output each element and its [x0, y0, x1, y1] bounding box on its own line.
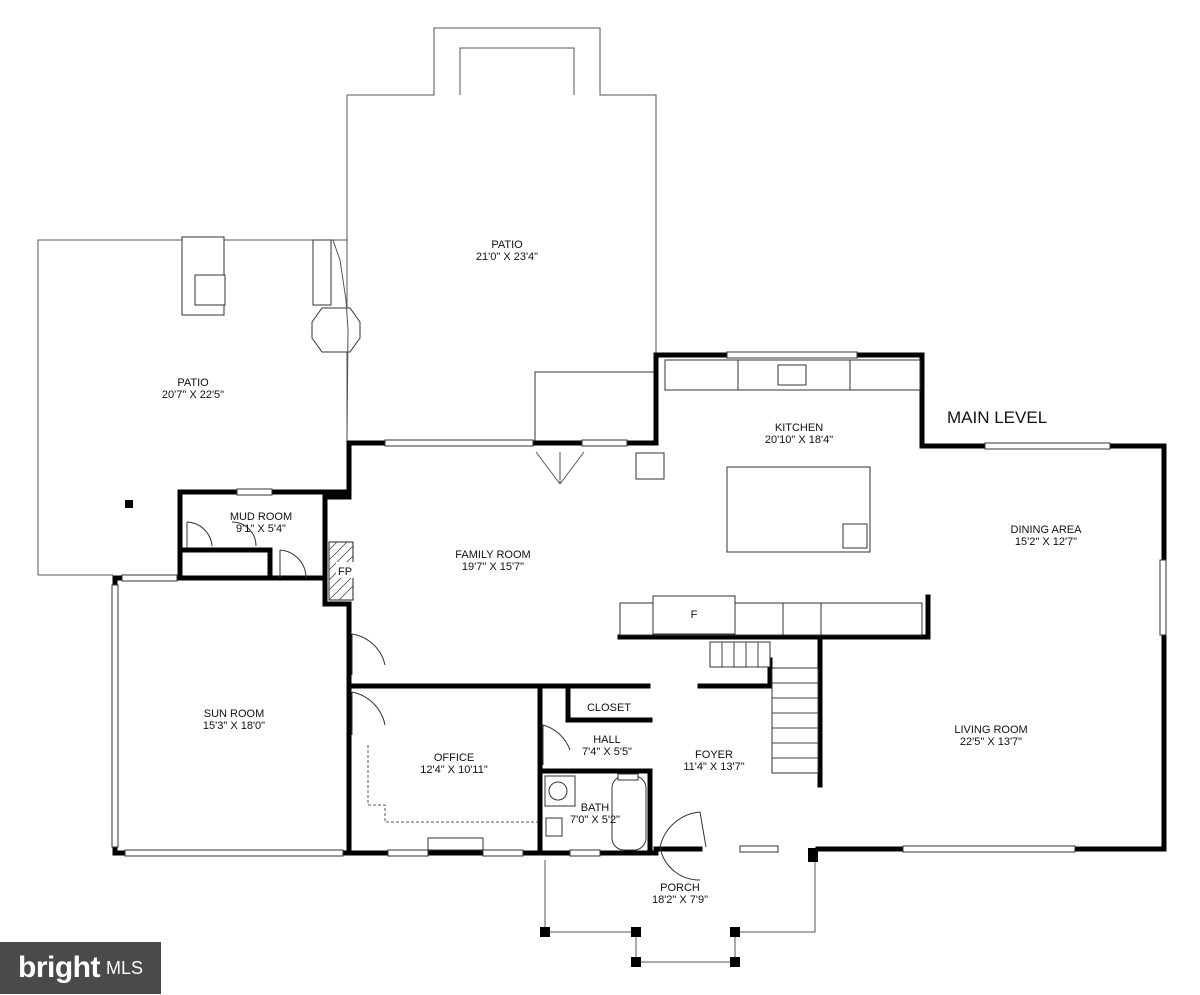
svg-text:7'4" X 5'5": 7'4" X 5'5" [582, 746, 632, 758]
svg-text:18'2" X 7'9": 18'2" X 7'9" [652, 894, 708, 906]
svg-text:PORCH: PORCH [660, 882, 700, 894]
room-label-family-room: FAMILY ROOM 19'7" X 15'7" [455, 549, 530, 573]
stairs [709, 641, 819, 774]
bright-mls-watermark: bright MLS [0, 942, 161, 994]
room-label-foyer: FOYER 11'4" X 13'7" [683, 749, 744, 773]
watermark-suffix: MLS [105, 957, 143, 978]
svg-text:PATIO: PATIO [177, 377, 209, 389]
level-label: MAIN LEVEL [947, 408, 1047, 427]
svg-text:12'4" X 10'11": 12'4" X 10'11" [420, 764, 488, 776]
fridge-label: F [691, 609, 698, 621]
svg-text:SUN ROOM: SUN ROOM [204, 708, 265, 720]
svg-text:20'7" X 22'5": 20'7" X 22'5" [162, 389, 224, 401]
room-label-dining-area: DINING AREA 15'2" X 12'7" [1011, 524, 1083, 548]
svg-text:22'5" X 13'7": 22'5" X 13'7" [960, 736, 1022, 748]
patio-outlines [37, 27, 657, 576]
svg-text:OFFICE: OFFICE [434, 752, 474, 764]
svg-text:19'7" X 15'7": 19'7" X 15'7" [462, 561, 524, 573]
kitchen-fixtures [535, 359, 923, 636]
room-label-hall: HALL 7'4" X 5'5" [582, 734, 632, 758]
svg-text:FOYER: FOYER [695, 749, 733, 761]
svg-text:BATH: BATH [581, 802, 610, 814]
svg-text:11'4" X 13'7": 11'4" X 13'7" [683, 761, 744, 773]
porch [540, 848, 818, 967]
room-label-living-room: LIVING ROOM 22'5" X 13'7" [954, 724, 1027, 748]
svg-text:20'10" X 18'4": 20'10" X 18'4" [765, 434, 833, 446]
svg-text:HALL: HALL [593, 734, 621, 746]
room-label-sun-room: SUN ROOM 15'3" X 18'0" [203, 708, 265, 732]
fireplace-label: FP [338, 566, 352, 578]
windows [111, 351, 1167, 857]
room-label-mud-room: MUD ROOM 9'1" X 5'4" [230, 511, 292, 535]
room-label-kitchen: KITCHEN 20'10" X 18'4" [765, 422, 833, 446]
svg-text:PATIO: PATIO [491, 239, 523, 251]
svg-text:LIVING ROOM: LIVING ROOM [954, 724, 1027, 736]
svg-text:DINING AREA: DINING AREA [1011, 524, 1083, 536]
room-label-bath: BATH 7'0" X 5'2" [570, 802, 620, 826]
office-fixtures [367, 745, 538, 851]
bath-fixtures [544, 773, 647, 851]
svg-text:MUD ROOM: MUD ROOM [230, 511, 292, 523]
room-label-patio-upper: PATIO 21'0" X 23'4" [476, 239, 538, 263]
svg-text:15'3" X 18'0": 15'3" X 18'0" [203, 720, 265, 732]
svg-text:9'1" X 5'4": 9'1" X 5'4" [236, 523, 286, 535]
room-label-office: OFFICE 12'4" X 10'11" [420, 752, 488, 776]
svg-text:15'2" X 12'7": 15'2" X 12'7" [1015, 536, 1077, 548]
svg-text:7'0" X 5'2": 7'0" X 5'2" [570, 814, 620, 826]
doors [186, 521, 707, 881]
svg-text:21'0" X 23'4": 21'0" X 23'4" [476, 251, 538, 263]
watermark-brand: bright [18, 951, 100, 984]
room-label-porch: PORCH 18'2" X 7'9" [652, 882, 708, 906]
room-label-patio-left: PATIO 20'7" X 22'5" [162, 377, 224, 401]
svg-text:KITCHEN: KITCHEN [775, 422, 823, 434]
svg-text:FAMILY ROOM: FAMILY ROOM [455, 549, 530, 561]
closet-label: CLOSET [587, 702, 631, 714]
fireplace [328, 541, 354, 601]
